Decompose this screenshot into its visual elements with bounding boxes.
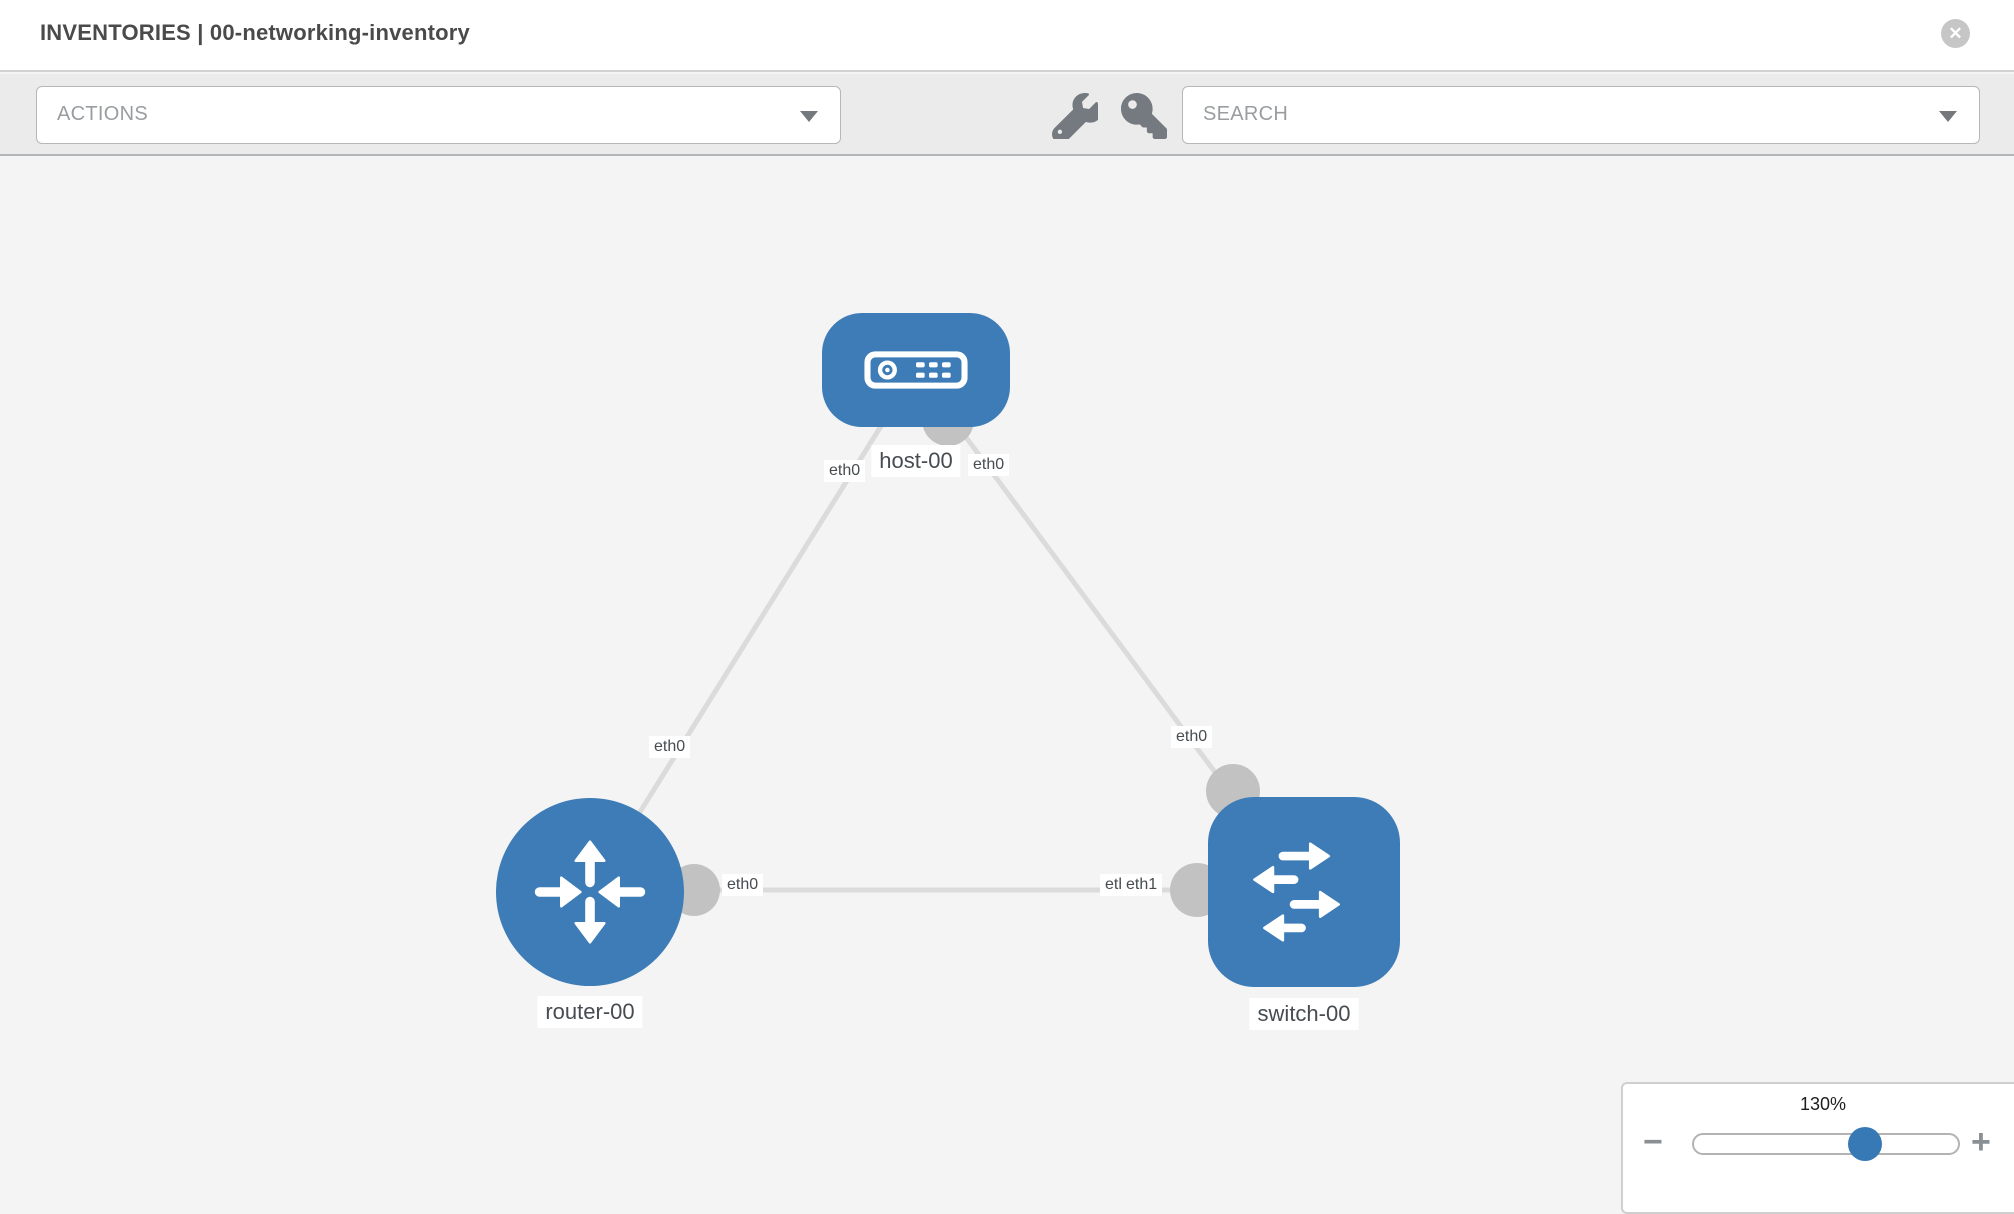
node-host-00[interactable] [822,313,1010,427]
link-router-host [587,368,919,894]
iface-label-router-lan: eth0 [722,874,764,896]
wrench-icon[interactable] [1052,92,1103,144]
actions-dropdown[interactable]: ACTIONS [36,86,841,144]
chevron-down-icon [1939,111,1957,122]
switch-icon [1253,842,1340,942]
iface-label-router-uplink: eth0 [649,736,691,758]
topology-canvas[interactable]: host-00 router-00 switch-00 eth0 eth0 et… [0,158,2014,1214]
zoom-control-panel: 130% − + [1621,1082,2014,1214]
zoom-percent-value: 130% [1799,1094,1847,1114]
node-switch-00[interactable] [1208,797,1400,987]
toolbar: ACTIONS SEARCH [0,74,2014,156]
router-icon [534,840,646,944]
search-dropdown-label: SEARCH [1203,103,1289,125]
node-label-host: host-00 [871,445,961,477]
iface-label-switch-uplink: eth0 [1171,726,1213,748]
node-label-router: router-00 [537,996,643,1028]
search-dropdown[interactable]: SEARCH [1182,86,1980,144]
close-icon[interactable]: ✕ [1941,19,1970,48]
host-icon [864,351,968,389]
iface-label-host-left: eth0 [824,460,866,482]
node-label-switch: switch-00 [1249,998,1359,1030]
topology-links-layer [587,368,1307,917]
panel-header: INVENTORIES | 00-networking-inventory ✕ [0,0,2014,72]
iface-label-switch-lan: eth1 [1121,874,1163,896]
key-icon[interactable] [1121,93,1167,139]
zoom-slider-track[interactable] [1692,1133,1960,1155]
zoom-out-button[interactable]: − [1643,1123,1663,1161]
iface-label-host-right: eth0 [968,454,1010,476]
page-title: INVENTORIES | 00-networking-inventory [40,20,470,45]
chevron-down-icon [800,111,818,122]
zoom-in-button[interactable]: + [1971,1123,1991,1161]
zoom-slider-thumb[interactable] [1848,1127,1882,1161]
actions-dropdown-label: ACTIONS [57,103,148,125]
node-router-00[interactable] [496,798,684,986]
